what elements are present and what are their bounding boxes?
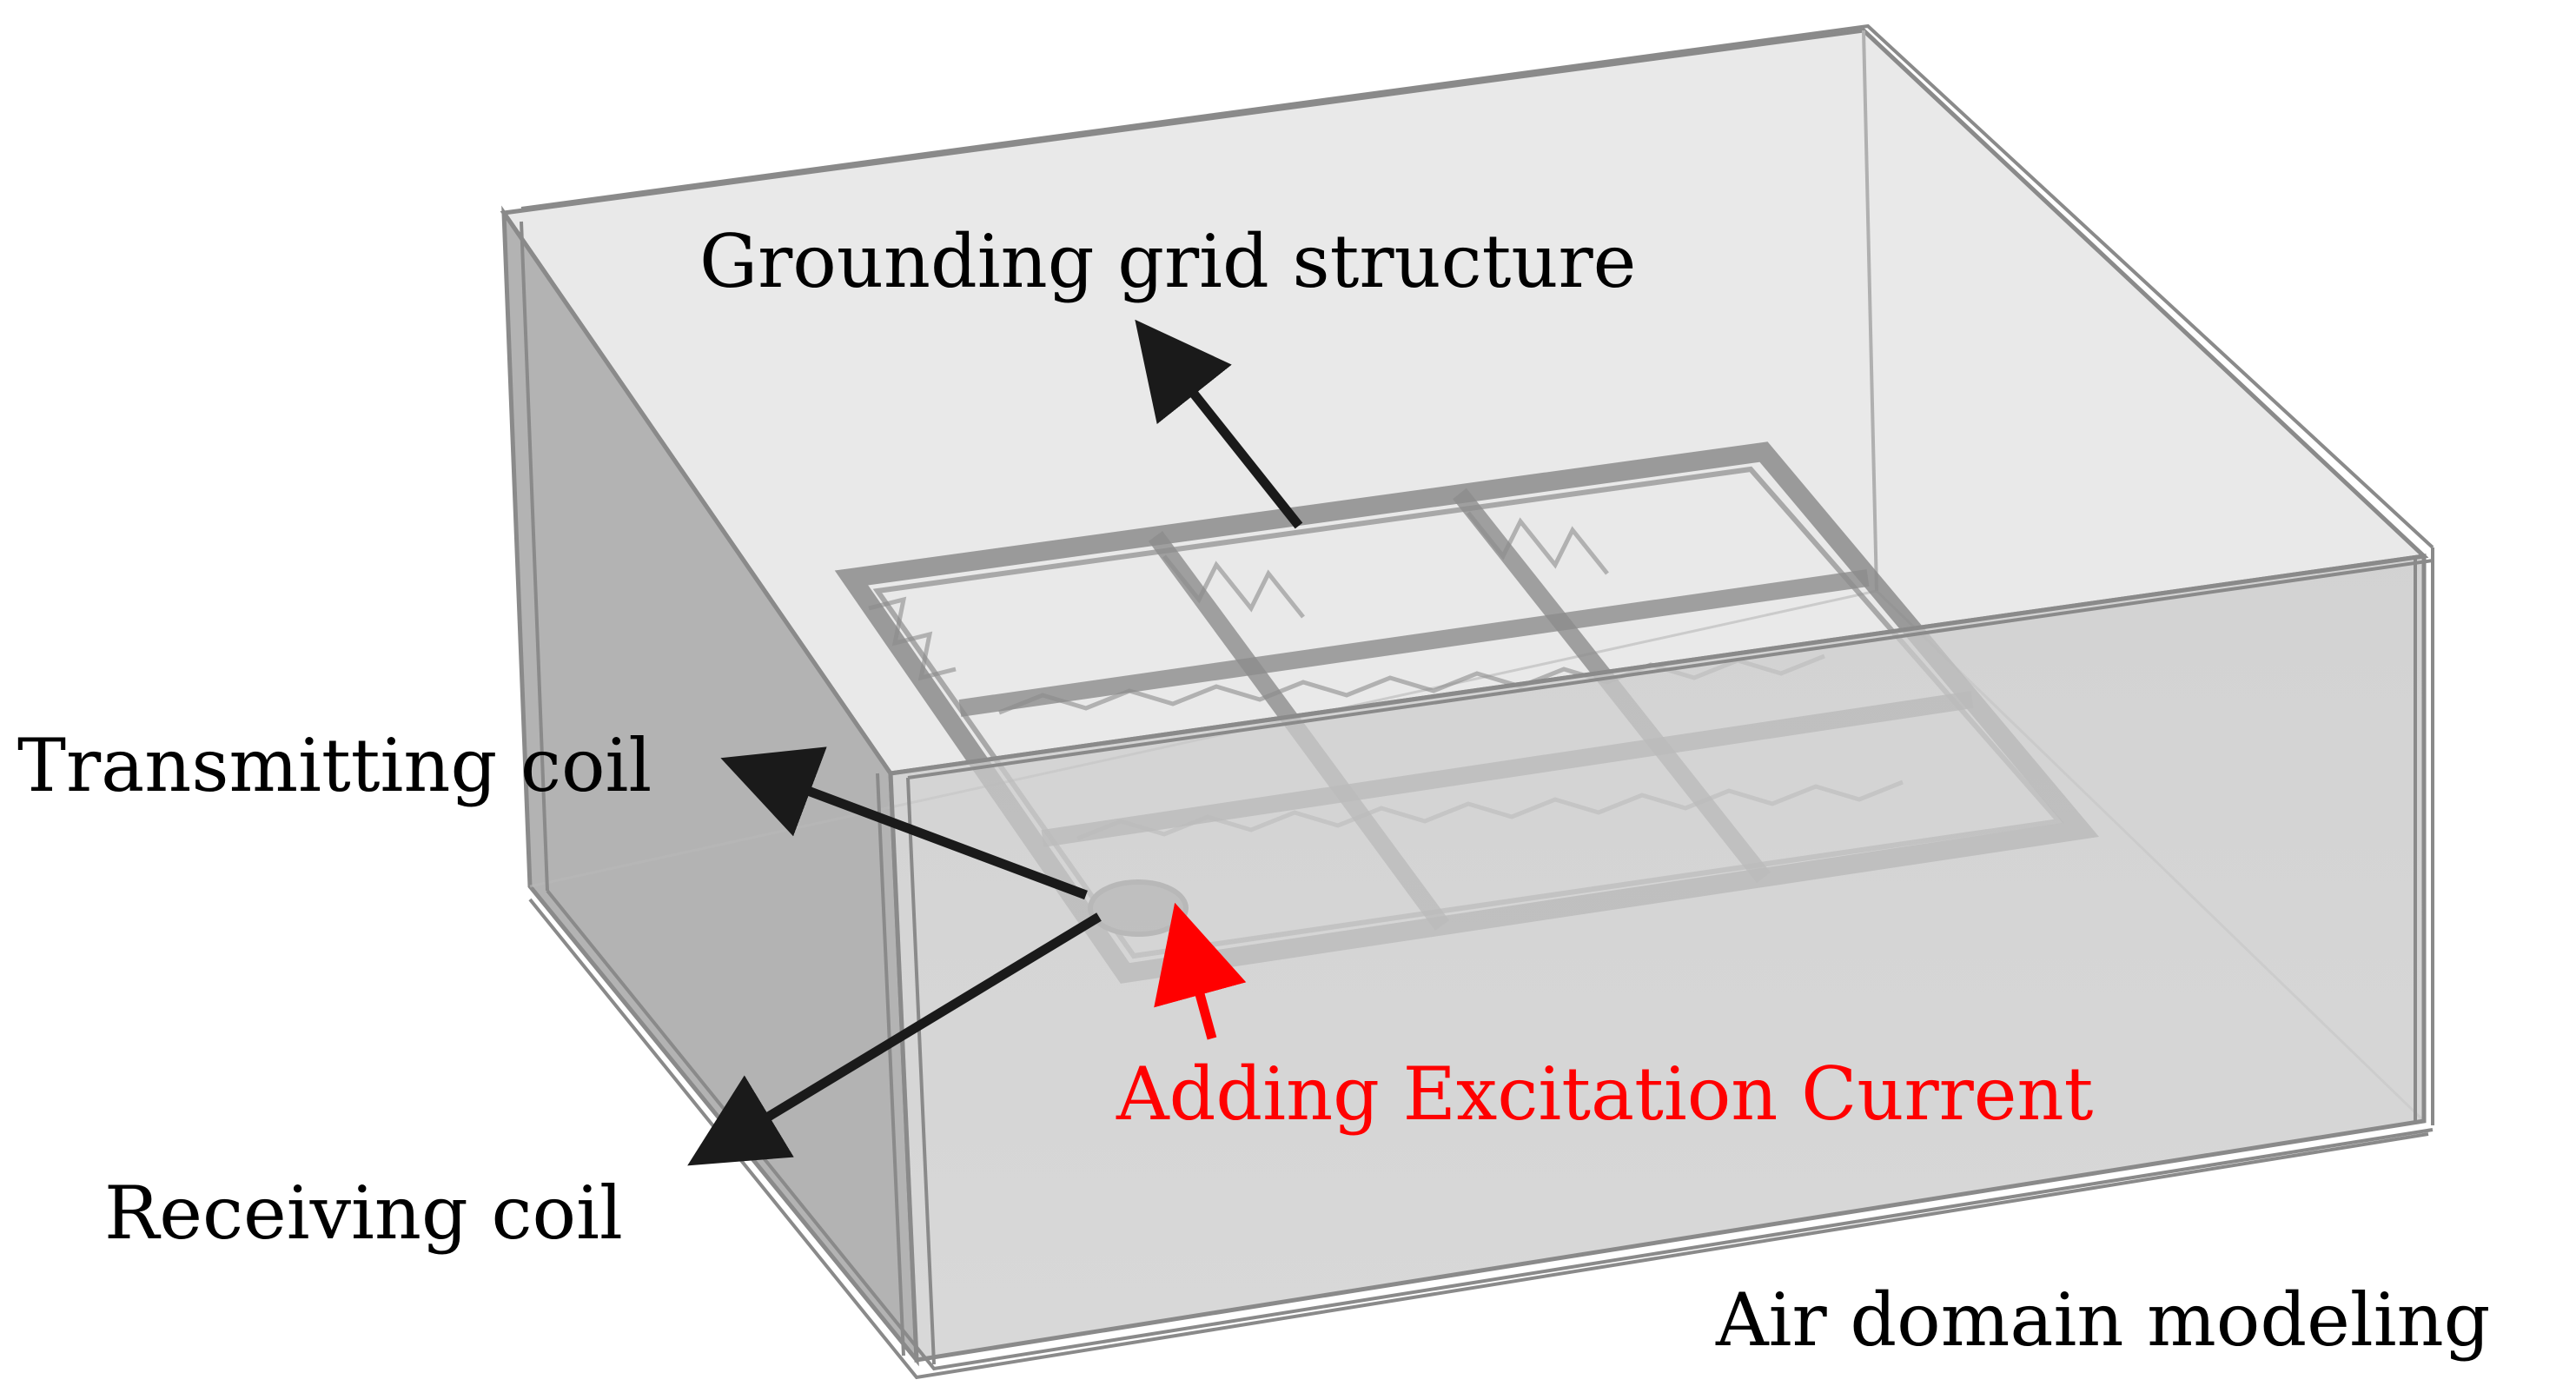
arrow-excitation-current (1154, 902, 1247, 1040)
box-edges (520, 23, 2434, 1380)
label-grounding-grid: Grounding grid structure (699, 219, 1636, 304)
box-back-edge (1862, 30, 1878, 592)
grid-beam-3 (958, 569, 1870, 717)
air-domain-box (500, 23, 2434, 1380)
arrow-transmitting-coil (720, 746, 1088, 900)
label-excitation-current: Adding Excitation Current (1116, 1051, 2094, 1137)
arrow-receiving-coil (687, 912, 1102, 1166)
label-receiving-coil: Receiving coil (104, 1171, 623, 1256)
label-transmitting-coil: Transmitting coil (17, 723, 652, 808)
label-air-domain: Air domain modeling (1715, 1277, 2490, 1363)
arrow-grounding-grid (1135, 319, 1303, 529)
box-front-face (888, 554, 2427, 1363)
grid-truss (868, 511, 1904, 841)
